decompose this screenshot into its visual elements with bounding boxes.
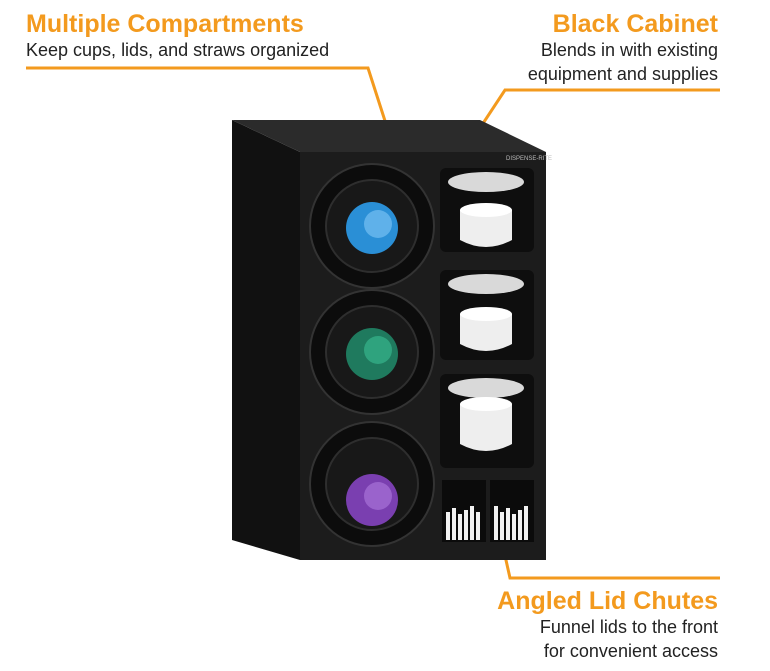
lid-top xyxy=(460,203,512,217)
lid-stack xyxy=(448,378,524,398)
callout-description: Keep cups, lids, and straws organized xyxy=(26,40,330,60)
cup-tube-top xyxy=(309,163,435,289)
lid-stack xyxy=(448,172,524,192)
cabinet-side xyxy=(232,120,300,560)
callout-title: Multiple Compartments xyxy=(26,10,304,38)
lid xyxy=(460,314,512,351)
cup-tube-middle xyxy=(309,289,435,415)
callout-description-line2: for convenient access xyxy=(543,641,718,661)
cabinet-top xyxy=(232,120,546,152)
cup-green-highlight xyxy=(364,336,392,364)
callout-title: Angled Lid Chutes xyxy=(497,587,718,615)
leader-black-cabinet xyxy=(478,88,720,129)
leader-multiple-compartments xyxy=(26,66,388,125)
cup-tube-bottom xyxy=(309,421,435,547)
lid-top xyxy=(460,307,512,321)
lid xyxy=(460,210,512,247)
straws xyxy=(446,506,528,540)
straw-compartments xyxy=(442,480,534,542)
callout-angled-lid-chutes: Angled Lid Chutes Funnel lids to the fro… xyxy=(497,587,718,663)
cup-purple-highlight xyxy=(364,482,392,510)
callout-description-line2: equipment and supplies xyxy=(527,64,718,84)
callout-description-line1: Funnel lids to the front xyxy=(539,617,718,637)
callout-black-cabinet: Black Cabinet Blends in with existing eq… xyxy=(528,10,718,86)
lid-stack xyxy=(448,274,524,294)
callout-title: Black Cabinet xyxy=(552,10,718,38)
lid xyxy=(460,404,512,451)
callout-description-line1: Blends in with existing xyxy=(540,40,718,60)
brand-plate: DISPENSE-RITE xyxy=(506,156,552,162)
lid-chutes xyxy=(440,168,534,468)
cup-blue-highlight xyxy=(364,210,392,238)
callout-multiple-compartments: Multiple Compartments Keep cups, lids, a… xyxy=(26,10,329,62)
lid-top xyxy=(460,397,512,411)
